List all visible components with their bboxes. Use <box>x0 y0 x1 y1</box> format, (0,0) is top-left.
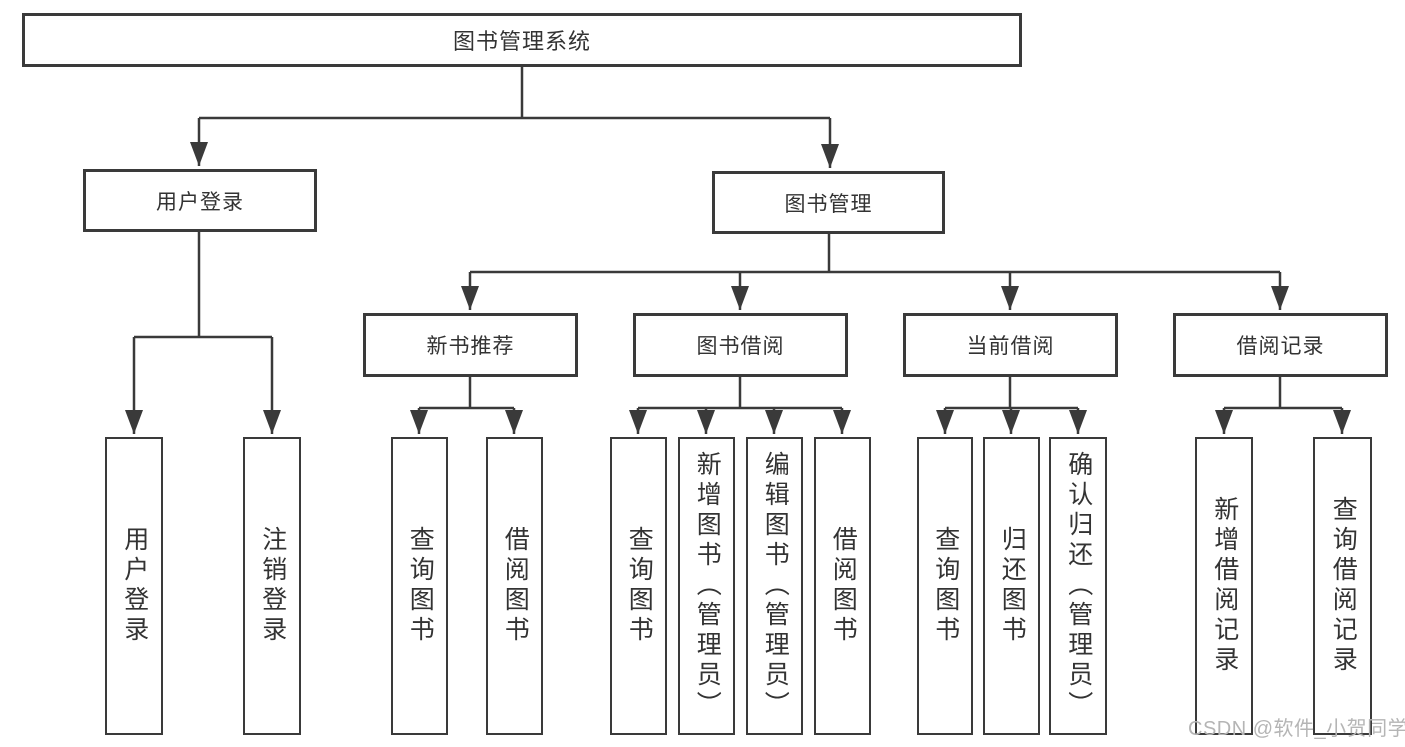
leaf-borrow-books: 借阅图书 <box>814 437 871 735</box>
connector-recommend-children <box>410 377 523 434</box>
leaf-user-login: 用户登录 <box>105 437 163 735</box>
node-book-management: 图书管理 <box>712 171 945 234</box>
leaf-label: 用户登录 <box>120 526 149 646</box>
leaf-query-books: 查询图书 <box>917 437 973 735</box>
leaf-add-borrow-record: 新增借阅记录 <box>1195 437 1253 735</box>
leaf-label: 编辑图书︵管理员︶ <box>761 451 790 721</box>
node-label: 新书推荐 <box>426 335 515 358</box>
node-current-borrowing: 当前借阅 <box>903 313 1118 377</box>
leaf-label: 新增借阅记录 <box>1210 496 1239 676</box>
node-label: 图书管理系统 <box>452 29 591 54</box>
leaf-query-books: 查询图书 <box>610 437 667 735</box>
node-label: 图书管理 <box>784 192 873 216</box>
node-new-book-recommendation: 新书推荐 <box>363 313 578 377</box>
leaf-label: 确认归还︵管理员︶ <box>1064 451 1093 721</box>
node-book-borrowing: 图书借阅 <box>633 313 848 377</box>
leaf-label: 查询借阅记录 <box>1329 496 1358 676</box>
leaf-query-books: 查询图书 <box>391 437 448 735</box>
leaf-label: 查询图书 <box>406 526 435 646</box>
csdn-watermark: CSDN @软件_小贺同学 <box>1188 718 1405 740</box>
leaf-label: 注销登录 <box>258 526 287 646</box>
leaf-label: 借阅图书 <box>829 526 858 646</box>
leaf-label: 归还图书 <box>998 526 1027 646</box>
leaf-label: 借阅图书 <box>501 526 530 646</box>
node-library-management-system: 图书管理系统 <box>22 13 1022 67</box>
connector-login-children <box>125 232 281 434</box>
leaf-label: 查询图书 <box>625 526 654 646</box>
leaf-return-books: 归还图书 <box>983 437 1040 735</box>
connector-borrow-children <box>629 377 851 434</box>
leaf-label: 新增图书︵管理员︶ <box>693 451 722 721</box>
connector-records-children <box>1215 377 1351 434</box>
node-label: 当前借阅 <box>966 335 1055 358</box>
leaf-logout: 注销登录 <box>243 437 301 735</box>
leaf-edit-book-admin: 编辑图书︵管理员︶ <box>746 437 803 735</box>
connector-current-children <box>936 377 1087 434</box>
leaf-label: 查询图书 <box>931 526 960 646</box>
node-borrowing-records: 借阅记录 <box>1173 313 1388 377</box>
connector-management-sections <box>461 234 1289 310</box>
node-label: 借阅记录 <box>1236 335 1325 358</box>
connector-root-to-level2 <box>190 67 839 168</box>
leaf-confirm-return-admin: 确认归还︵管理员︶ <box>1049 437 1107 735</box>
node-label: 用户登录 <box>156 190 244 214</box>
leaf-add-book-admin: 新增图书︵管理员︶ <box>678 437 735 735</box>
leaf-query-borrow-record: 查询借阅记录 <box>1313 437 1372 735</box>
leaf-borrow-books: 借阅图书 <box>486 437 543 735</box>
node-user-login: 用户登录 <box>83 169 317 232</box>
node-label: 图书借阅 <box>696 335 785 358</box>
